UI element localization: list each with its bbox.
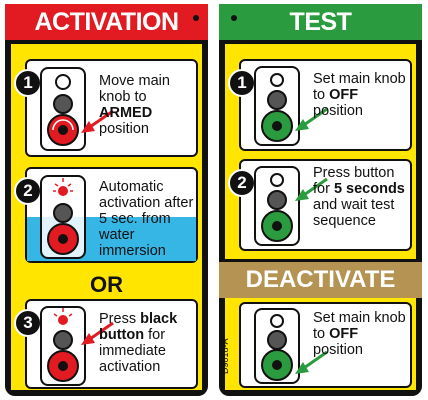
text-part: Set main knob to [313, 71, 406, 103]
text-part: and wait test sequence [313, 197, 395, 229]
device-water-icon [40, 175, 86, 259]
activation-step-3-text: Press black button for immediate activat… [99, 311, 196, 375]
step-number-2: 2 [228, 169, 256, 197]
text-part: for immediate activation [99, 327, 166, 375]
deactivate-banner: DEACTIVATE [219, 262, 422, 298]
test-title: TEST [289, 7, 352, 36]
test-card: TEST 1 Set main knob to OFF position 2 [219, 4, 422, 396]
text-part: black button [99, 311, 178, 343]
text-part: position [313, 342, 363, 358]
step-number-2: 2 [14, 177, 42, 205]
arrow-icon [295, 177, 328, 201]
text-part: Press button for [313, 165, 395, 197]
text-part: ARMED [99, 105, 153, 121]
text-part: 5 seconds [333, 181, 405, 197]
device-test-icon [254, 166, 300, 246]
or-divider: OR [90, 272, 123, 297]
text-part: Move main knob to [99, 73, 170, 105]
arrow-icon [295, 107, 328, 131]
arrow-icon [81, 109, 114, 133]
step-number-1: 1 [14, 69, 42, 97]
activation-step-1: 1 Move main knob to ARMED position [14, 59, 198, 157]
activation-step-1-text: Move main knob to ARMED position [99, 73, 196, 137]
step-number-1: 1 [228, 69, 256, 97]
test-step-1: 1 Set main knob to OFF position [228, 59, 412, 151]
deactivate-step: Set main knob to OFF position [239, 302, 412, 388]
device-deactivate-icon [254, 308, 300, 384]
text-part: position [99, 121, 149, 137]
arrow-icon [81, 321, 114, 345]
activation-banner: ACTIVATION [5, 4, 208, 40]
activation-step-2-text: Automatic activation after 5 sec. from w… [99, 179, 196, 259]
text-part: Automatic activation after 5 sec. from w… [99, 179, 194, 259]
mounting-hole [231, 15, 237, 21]
text-part: Set main knob to [313, 310, 406, 342]
text-part: Press [99, 311, 141, 327]
activation-card: ACTIVATION 1 Move main knob to ARMED pos… [5, 4, 208, 396]
deactivate-title: DEACTIVATE [245, 266, 396, 293]
deactivate-step-text: Set main knob to OFF position [313, 310, 410, 358]
text-part: OFF [329, 87, 359, 103]
text-part: OFF [329, 326, 359, 342]
arrow-icon [295, 350, 328, 374]
text-part: position [313, 103, 363, 119]
test-banner: TEST [219, 4, 422, 40]
activation-step-2: 2 Automatic activation after 5 sec. from… [14, 167, 198, 263]
product-code: D9018-A [220, 338, 230, 374]
activation-step-3: 3 Press black button for immediate activ… [14, 299, 198, 389]
step-number-3: 3 [14, 309, 42, 337]
test-step-1-text: Set main knob to OFF position [313, 71, 410, 119]
mounting-hole [193, 15, 199, 21]
device-armed-icon [40, 67, 86, 151]
activation-title: ACTIVATION [34, 7, 179, 36]
device-off-icon [254, 66, 300, 146]
device-press-icon [40, 306, 86, 386]
test-step-2: 2 Press button for 5 seconds and wait te… [228, 159, 412, 251]
test-step-2-text: Press button for 5 seconds and wait test… [313, 165, 410, 229]
